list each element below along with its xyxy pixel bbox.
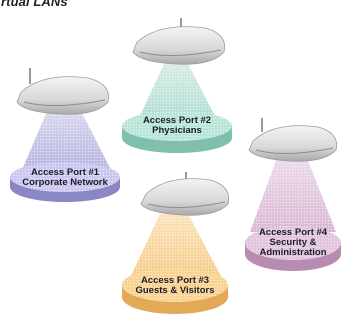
access-port-3-group [122, 172, 229, 314]
access-port-1-disc [10, 162, 120, 202]
access-port-1-group [10, 68, 120, 202]
access-port-2-disc [122, 111, 232, 153]
access-port-1-name: Access Port #1 [30, 167, 100, 178]
access-port-3-label: Access Port #3 Guests & Visitors [120, 276, 230, 296]
access-port-2-label: Access Port #2 Physicians [122, 116, 232, 136]
wireless-access-point-icon [132, 18, 225, 65]
access-port-4-label: Access Port #4 Security & Administration [245, 228, 341, 258]
access-port-1-group-name: Corporate Network [22, 177, 108, 188]
wireless-access-point-icon [140, 172, 229, 216]
access-port-4-disc [245, 226, 341, 271]
access-port-1-label: Access Port #1 Corporate Network [8, 168, 122, 188]
access-port-2-group [122, 18, 232, 153]
access-port-4-name: Access Port #4 [258, 227, 328, 238]
diagram-title: rtual LANs [1, 0, 68, 9]
access-port-4-group-name-line2: Administration [259, 247, 327, 258]
access-port-3-name: Access Port #3 [140, 275, 210, 286]
access-port-4-group [245, 118, 341, 271]
access-port-3-group-name: Guests & Visitors [135, 285, 215, 296]
access-port-3-disc [122, 268, 228, 314]
access-port-2-name: Access Port #2 [142, 115, 212, 126]
wireless-access-point-icon [16, 68, 109, 115]
access-port-2-group-name: Physicians [152, 125, 202, 136]
access-port-4-group-name-line1: Security & [269, 237, 317, 248]
wireless-access-point-icon [248, 118, 337, 162]
